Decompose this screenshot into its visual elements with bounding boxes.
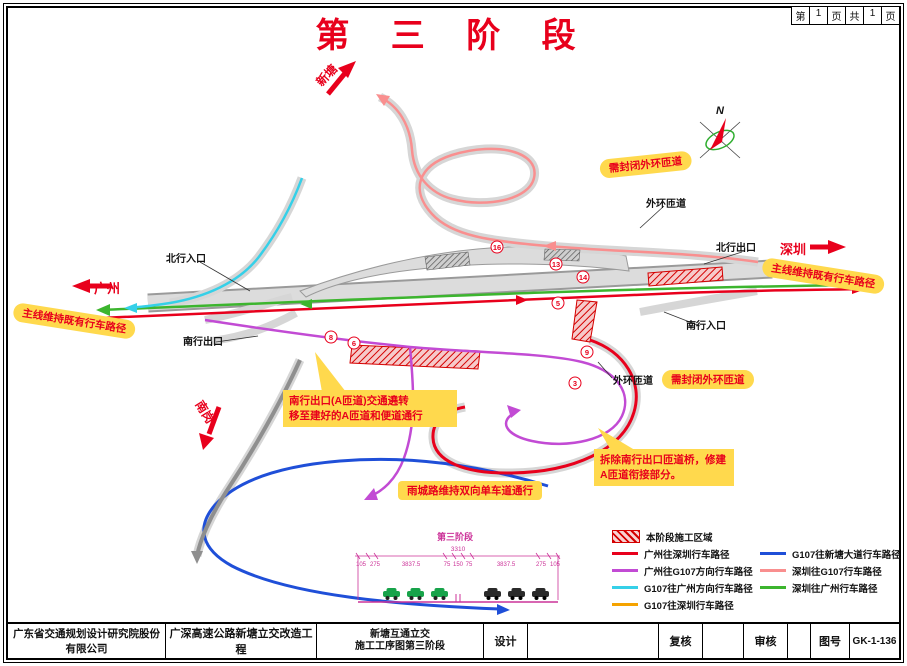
phase-markers: 16 13 14 8 6 9 5 3 — [324, 240, 594, 390]
label-south-entrance: 南行入口 — [686, 321, 726, 332]
cross-section-dims: 105 275 3837.5 75 150 75 3837.5 275 105 — [356, 562, 561, 568]
titleblock-project: 广深高速公路新塘立交改造工程 — [166, 624, 317, 658]
svg-text:3837.5: 3837.5 — [497, 562, 516, 568]
legend-swatch-line-icon — [612, 552, 638, 555]
svg-text:9: 9 — [585, 348, 589, 357]
svg-text:3310: 3310 — [451, 546, 466, 553]
cross-section: 第三阶段 3310 105 275 3837.5 75 150 75 3837.… — [355, 531, 561, 603]
note-detour: 南行出口(A匝道)交通遶转 移至建好的A匝道和便道通行 — [283, 390, 457, 428]
cross-section-cars-left — [383, 588, 448, 600]
legend-swatch-line-icon — [760, 586, 786, 589]
legend: 本阶段施工区域 广州往深圳行车路径 广州往G107方向行车路径 G107往广州方… — [612, 528, 901, 613]
svg-text:150: 150 — [453, 562, 464, 568]
label-outer-ramp-top: 外环匝道 — [646, 199, 686, 210]
svg-text:75: 75 — [444, 562, 451, 568]
titleblock-figno-value: GK-1-136 — [852, 635, 897, 647]
legend-swatch-line-icon — [760, 552, 786, 555]
legend-column-2: G107往新塘大道行车路径 深圳往G107行车路径 深圳往广州行车路径 — [760, 545, 901, 596]
legend-swatch-line-icon — [612, 586, 638, 589]
titleblock-audit-label: 审核 — [744, 624, 788, 658]
route-shenzhen-to-g107 — [379, 95, 759, 264]
svg-text:8: 8 — [329, 333, 333, 342]
route-guangzhou-to-g107 — [204, 318, 627, 446]
route-g107-to-guangzhou — [127, 177, 304, 310]
title-block: 广东省交通规划设计研究院股份有限公司 广深高速公路新塘立交改造工程 新塘互通立交… — [8, 622, 899, 658]
titleblock-design-signature-space — [528, 624, 659, 658]
legend-item: 广州往深圳行车路径 — [612, 545, 753, 562]
legend-swatch-line-icon — [612, 569, 638, 572]
legend-item: 深圳往G107行车路径 — [760, 562, 901, 579]
legend-swatch-hatch-icon — [612, 530, 640, 543]
titleblock-company: 广东省交通规划设计研究院股份有限公司 — [8, 624, 166, 658]
note-close-outer-ramp-bottom: 需封闭外环匝道 — [662, 370, 754, 389]
legend-swatch-line-icon — [612, 603, 638, 606]
route-guangzhou-to-shenzhen — [99, 287, 863, 320]
page-box-cell: 1 — [864, 7, 882, 24]
svg-text:275: 275 — [370, 562, 381, 568]
label-south-exit: 南行出口 — [183, 337, 223, 348]
legend-swatch-line-icon — [760, 569, 786, 572]
svg-text:275: 275 — [536, 562, 547, 568]
arrow-xintang — [326, 70, 348, 96]
titleblock-design-label: 设计 — [484, 624, 528, 658]
svg-text:3: 3 — [573, 379, 577, 388]
page-title: 第 三 阶 段 — [315, 17, 592, 55]
svg-text:105: 105 — [550, 562, 561, 568]
legend-item: G107往深圳行车路径 — [612, 596, 753, 613]
direction-shenzhen: 深圳 — [780, 242, 807, 257]
construction-zones — [349, 266, 724, 370]
route-guangzhou-to-g107-spur — [367, 346, 415, 499]
label-north-exit: 北行出口 — [716, 243, 756, 254]
route-a-ramp-loop — [431, 338, 638, 475]
titleblock-audit-signature-space — [788, 624, 811, 658]
route-g107-to-xintang-avenue — [202, 457, 549, 611]
legend-item: 深圳往广州行车路径 — [760, 579, 901, 596]
svg-text:6: 6 — [352, 339, 356, 348]
svg-text:16: 16 — [493, 243, 501, 252]
titleblock-drawing-name: 新塘互通立交 施工工序图第三阶段 — [317, 624, 484, 658]
page-box-cell: 1 — [810, 7, 828, 24]
svg-text:5: 5 — [556, 299, 560, 308]
titleblock-check-label: 复核 — [659, 624, 703, 658]
legend-item: G107往广州方向行车路径 — [612, 579, 753, 596]
direction-arrows — [72, 61, 846, 450]
cross-section-cars-right — [484, 588, 549, 600]
svg-text:13: 13 — [552, 260, 560, 269]
north-compass-icon: N — [699, 105, 741, 159]
svg-text:75: 75 — [466, 562, 473, 568]
legend-column-1: 本阶段施工区域 广州往深圳行车路径 广州往G107方向行车路径 G107往广州方… — [612, 528, 753, 613]
legend-item: 广州往G107方向行车路径 — [612, 562, 753, 579]
legend-item: G107往新塘大道行车路径 — [760, 545, 901, 562]
titleblock-figno-label: 图号 — [811, 624, 850, 658]
page-box-cell: 页 — [828, 7, 846, 24]
callout-pointers — [315, 352, 638, 452]
page-box-cell: 第 — [792, 7, 810, 24]
note-demolish: 拆除南行出口匝道桥，修建 A匝道衔接部分。 — [594, 449, 734, 487]
svg-text:3837.5: 3837.5 — [402, 562, 421, 568]
label-outer-ramp-bottom: 外环匝道 — [613, 376, 653, 387]
svg-text:105: 105 — [356, 562, 367, 568]
titleblock-check-signature-space — [703, 624, 744, 658]
svg-text:14: 14 — [579, 273, 588, 282]
arrow-nangang — [206, 406, 222, 435]
page-box-cell: 页 — [885, 12, 896, 23]
cross-section-title: 第三阶段 — [437, 531, 474, 542]
note-road-keep: 雨城路维持双向单车道通行 — [398, 481, 542, 500]
label-north-entrance: 北行入口 — [166, 254, 206, 265]
page-box-cell: 共 — [846, 7, 864, 24]
compass-north-label: N — [716, 105, 725, 117]
route-shenzhen-to-guangzhou — [99, 283, 863, 312]
bridge-hatch — [424, 248, 581, 271]
direction-guangzhou: 广州 — [94, 281, 121, 296]
legend-item: 本阶段施工区域 — [612, 528, 753, 545]
page-number-box: 第 1 页 共 1 页 — [791, 6, 900, 25]
leader-lines — [199, 205, 743, 379]
